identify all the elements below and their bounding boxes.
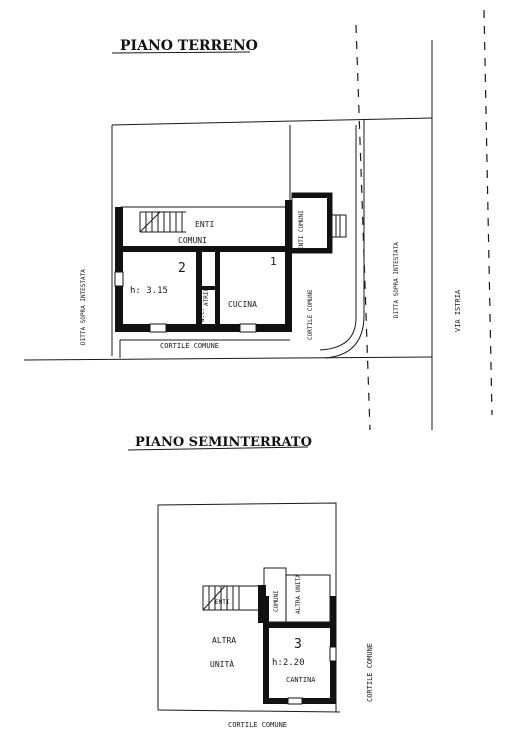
- label-ditta-right: DITTA SOPRA INTESTATA: [393, 242, 400, 318]
- label-via-istria: VIA ISTRIA: [454, 289, 462, 332]
- basement-title-underline: [127, 446, 309, 451]
- label-comuni-top: COMUNI: [178, 236, 207, 245]
- ground-floor-labels: ENTI COMUNI ENTI COMUNI h: 3.15 2 ATRIO …: [80, 210, 462, 350]
- label-basement-comuni: COMUNI: [273, 590, 280, 612]
- basement-stairs: [202, 585, 262, 611]
- label-room-number-ground: 2: [178, 261, 186, 276]
- ground-floor-title: PIANO TERRENO: [120, 38, 258, 54]
- label-enti-comuni-right: ENTI COMUNI: [298, 210, 305, 250]
- label-basement-enti: ENTI: [215, 599, 230, 606]
- basement-building: [157, 502, 341, 713]
- basement-labels: ENTI COMUNI ALTRA UNITÀ ALTRA UNITÀ h:2.…: [210, 574, 374, 729]
- label-atrio: ATRIO: [203, 288, 210, 306]
- label-altra-unita-top: ALTRA UNITÀ: [295, 574, 302, 614]
- label-ditta-left: DITTA SOPRA INTESTATA: [80, 269, 87, 345]
- label-altra-left-1: ALTRA: [212, 636, 236, 645]
- label-altra-left-2: UNITÀ: [210, 658, 234, 669]
- ground-floor-boundaries: [23, 9, 493, 431]
- label-kitchen-number: 1: [270, 255, 277, 268]
- basement-title: PIANO SEMINTERRATO: [135, 435, 312, 450]
- label-kitchen: CUCINA: [228, 300, 257, 309]
- label-room-height-ground: h: 3.15: [130, 286, 168, 296]
- label-enti-top: ENTI: [195, 220, 214, 229]
- label-room-height-basement: h:2.20: [272, 658, 305, 668]
- label-cortile-comune-right: CORTILE COMUNE: [307, 289, 314, 340]
- ground-floor-building: [111, 120, 365, 359]
- label-basement-cortile-right: CORTILE COMUNE: [366, 643, 374, 702]
- ground-floor-title-underline: [111, 51, 251, 54]
- label-cantina: CANTINA: [286, 676, 316, 684]
- label-room-number-basement: 3: [294, 637, 302, 652]
- label-wc: W.C.: [199, 308, 206, 322]
- label-basement-cortile-bottom: CORTILE COMUNE: [228, 721, 287, 729]
- label-cortile-comune-bottom: CORTILE COMUNE: [160, 342, 219, 350]
- stairs: [139, 211, 186, 233]
